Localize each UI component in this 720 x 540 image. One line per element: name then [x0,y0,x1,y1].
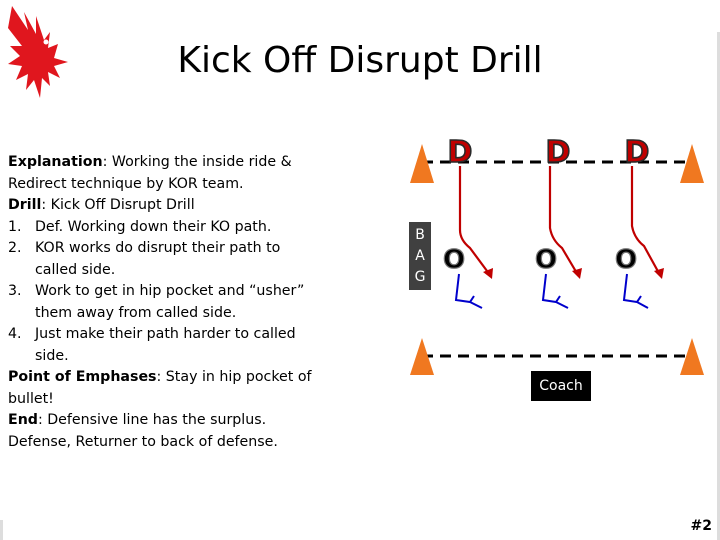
defender-path-arrow [458,166,491,276]
offense-path [454,273,483,309]
explanation-text-block: Explanation: Working the inside ride & R… [8,152,316,453]
arrowhead-icon [572,268,582,279]
drill-step: 3. Work to get in hip pocket and “usher” … [8,281,316,324]
drill-paragraph: Drill: Kick Off Disrupt Drill [8,195,316,217]
drill-steps-list: 1. Def. Working down their KO path. 2. KOR… [8,217,316,368]
explanation-paragraph: Explanation: Working the inside ride & R… [8,152,316,195]
defender-path-arrow [630,166,661,276]
step-text: Work to get in hip pocket and “usher” th… [35,283,305,321]
explanation-body: : Working the inside ride & Redirect tec… [8,154,292,192]
bag-letter: B [415,227,425,243]
step-number: 4. [8,326,22,342]
defender-path-arrow [548,166,579,276]
offense-path [541,273,569,309]
hawk-logo-icon [8,6,68,98]
left-frame-line [0,520,3,540]
cone-icon [410,144,434,183]
step-text: Just make their path harder to called si… [35,326,296,364]
bag-letter: G [414,269,426,285]
offense-marker: O [615,245,637,275]
drill-diagram: D D D O O O [410,134,704,375]
step-number: 2. [8,240,22,256]
step-number: 3. [8,283,22,299]
coach-marker: Coach [531,371,591,401]
right-frame-line [717,32,720,540]
step-number: 1. [8,218,22,235]
offense-marker: O [443,245,465,275]
step-text: KOR works do disrupt their path to calle… [35,240,281,278]
explanation-label: Explanation [8,154,103,170]
offense-path [622,273,649,309]
bag-marker: B A G [409,222,431,290]
end-label: End [8,412,38,428]
drill-label: Drill [8,197,42,213]
end-body: : Defensive line has the surplus. Defens… [8,412,278,450]
emphasis-body: : Stay in hip pocket of bullet! [8,369,312,407]
slide-title: Kick Off Disrupt Drill [177,40,543,81]
defender-marker: D [625,135,650,170]
defender-marker: D [448,135,473,170]
end-paragraph: End: Defensive line has the surplus. Def… [8,410,316,453]
cone-icon [680,338,704,375]
cone-icon [410,338,434,375]
step-text: Def. Working down their KO path. [35,218,272,235]
emphasis-label: Point of Emphases [8,369,157,385]
drill-step: 2. KOR works do disrupt their path to cal… [8,238,316,281]
emphasis-paragraph: Point of Emphases: Stay in hip pocket of… [8,367,316,410]
drill-step: 1. Def. Working down their KO path. [8,217,316,239]
arrowhead-icon [483,268,493,279]
drill-step: 4. Just make their path harder to called … [8,324,316,367]
offense-marker: O [535,245,557,275]
defender-marker: D [546,135,571,170]
bag-letter: A [415,248,425,264]
drill-body: : Kick Off Disrupt Drill [41,197,195,213]
arrowhead-icon [654,268,664,279]
cone-icon [680,144,704,183]
page-number: #2 [690,518,712,534]
